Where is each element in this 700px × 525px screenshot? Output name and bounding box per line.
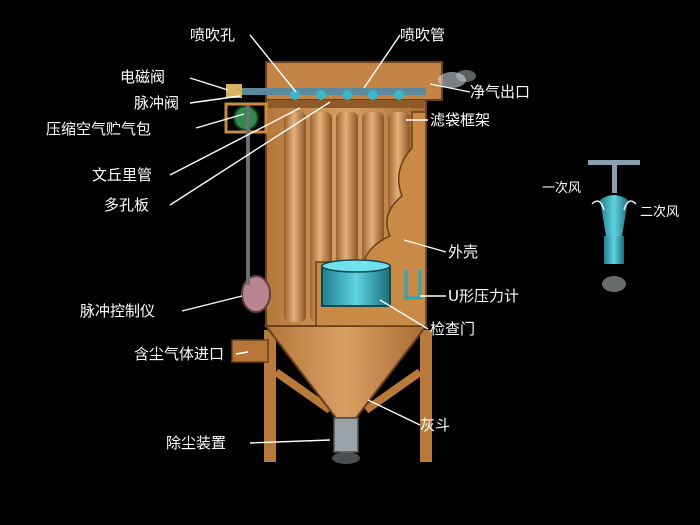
- label-orifice-plate: 多孔板: [104, 196, 149, 214]
- label-primary-air: 一次风: [542, 180, 581, 196]
- dusty-inlet-pipe: [232, 340, 268, 362]
- label-shell: 外壳: [448, 243, 478, 261]
- label-air-tank: 压缩空气贮气包: [46, 120, 151, 138]
- label-dust-discharge: 除尘装置: [166, 434, 226, 452]
- label-dusty-inlet: 含尘气体进口: [134, 345, 224, 363]
- label-venturi: 文丘里管: [92, 166, 152, 184]
- label-pulse-controller: 脉冲控制仪: [80, 302, 155, 320]
- label-solenoid-valve: 电磁阀: [120, 68, 165, 86]
- label-u-gauge: U形压力计: [448, 287, 519, 305]
- label-spray-pipe: 喷吹管: [400, 26, 445, 44]
- dust-discharge-device: [332, 418, 360, 464]
- label-bag-cage: 滤袋框架: [430, 111, 490, 129]
- label-secondary-air: 二次风: [640, 204, 679, 220]
- label-clean-outlet: 净气出口: [470, 83, 530, 101]
- label-hopper: 灰斗: [420, 416, 450, 434]
- label-pulse-valve: 脉冲阀: [134, 94, 179, 112]
- label-inspection-door: 检查门: [430, 320, 475, 338]
- label-spray-hole: 喷吹孔: [190, 26, 235, 44]
- inspection-door: [322, 260, 390, 306]
- orifice-plate: [268, 100, 424, 108]
- inset-venturi-detail: [588, 160, 640, 292]
